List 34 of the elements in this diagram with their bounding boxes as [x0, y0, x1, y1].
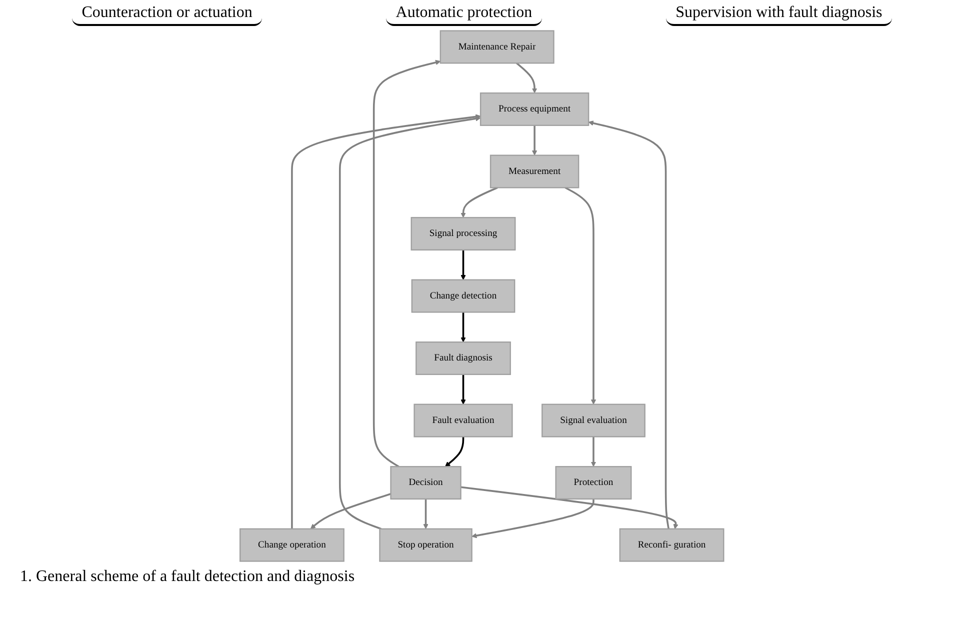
node-box: Signal evaluation	[542, 404, 646, 438]
node-box: Stop operation	[379, 528, 473, 562]
node-box: Process equipment	[480, 92, 590, 126]
arrow	[564, 186, 596, 405]
arrow	[460, 312, 466, 342]
group-heading: Automatic protection	[386, 4, 542, 26]
arrow	[460, 486, 678, 530]
node-box: Change operation	[240, 528, 345, 562]
arrow	[423, 498, 429, 530]
arrow	[291, 114, 481, 529]
group-heading: Supervision with fault diagnosis	[666, 4, 892, 26]
node-box: Measurement	[490, 154, 580, 188]
node-box: Reconfi- guration	[619, 528, 724, 562]
arrow	[310, 493, 392, 530]
caption: 1. General scheme of a fault detection and diagnosis	[19, 567, 356, 587]
arrow	[373, 60, 441, 468]
arrow	[460, 186, 498, 218]
node-box: Fault diagnosis	[416, 342, 512, 376]
group-heading: Counteraction or actuation	[72, 4, 262, 26]
node-box: Signal processing	[410, 216, 516, 250]
arrow	[445, 436, 464, 467]
arrow	[532, 125, 538, 156]
arrow	[339, 116, 481, 530]
node-box: Decision	[390, 466, 462, 500]
arrow	[460, 374, 466, 405]
arrow	[591, 436, 596, 467]
node-box: Fault evaluation	[414, 404, 513, 438]
node-box: Maintenance Repair	[440, 30, 554, 64]
arrow	[588, 120, 670, 530]
arrow	[460, 250, 466, 280]
node-box: Change detection	[411, 279, 516, 313]
arrow	[516, 62, 538, 94]
arrow	[472, 498, 595, 538]
node-box: Protection	[555, 466, 632, 500]
